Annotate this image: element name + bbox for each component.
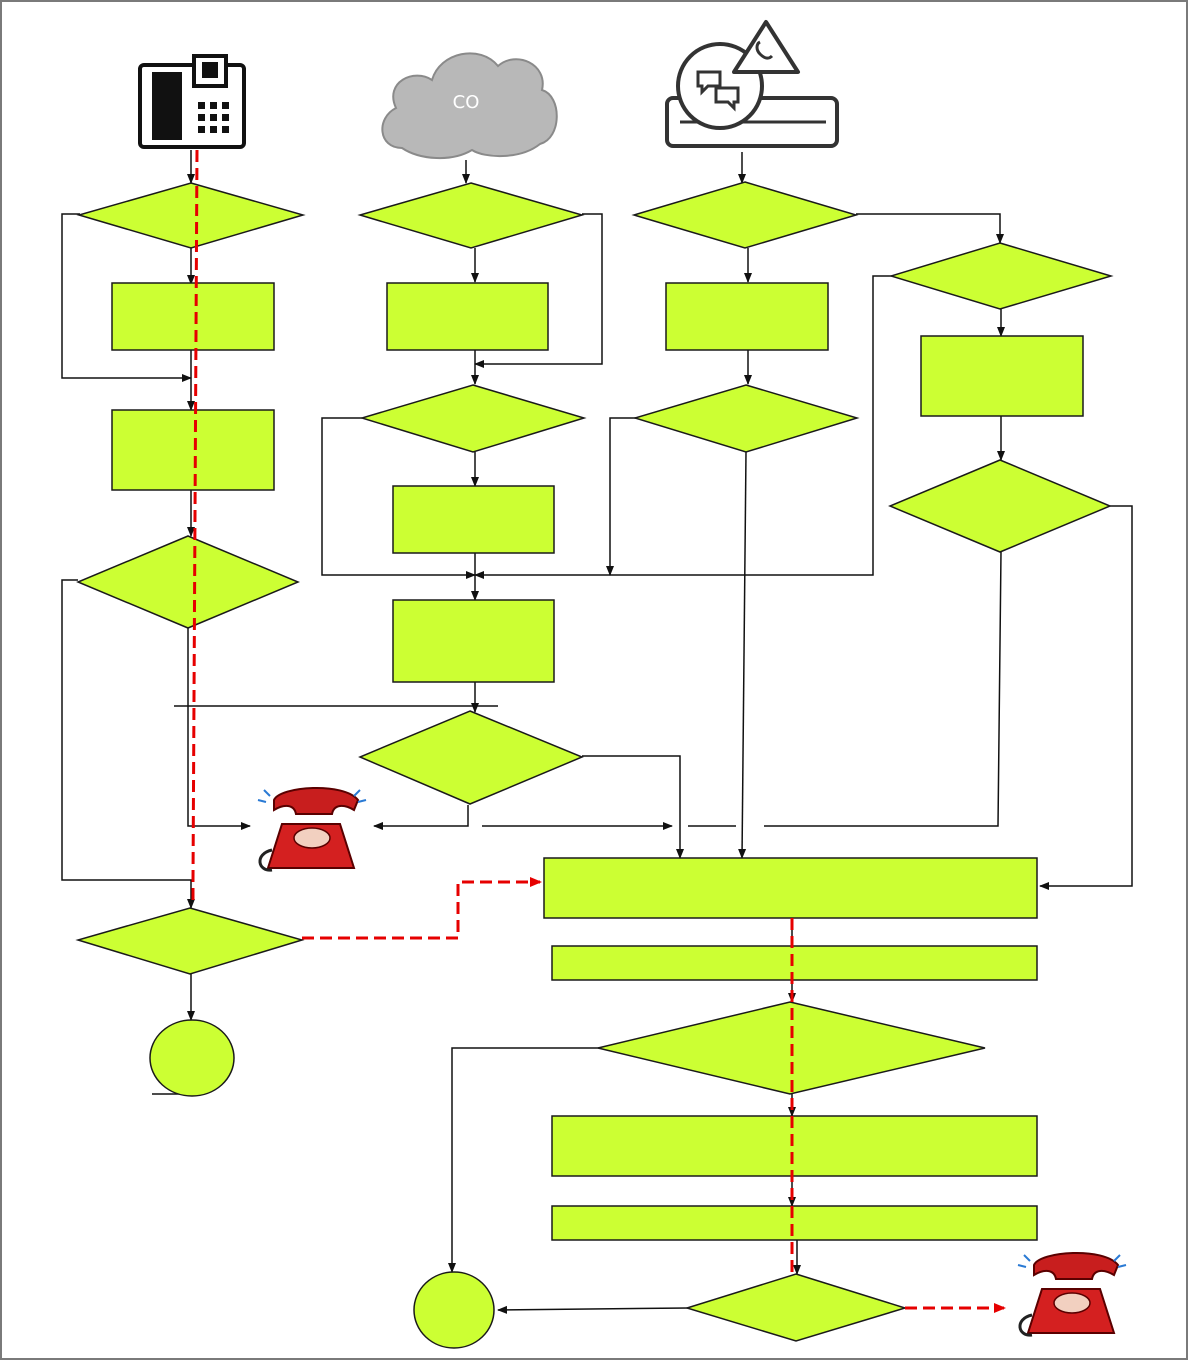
edge <box>61 579 195 909</box>
edge <box>474 213 603 368</box>
edge <box>582 755 684 859</box>
cloud-label: CO <box>453 92 480 113</box>
edge <box>1039 505 1133 890</box>
edge <box>448 1047 600 1273</box>
edge <box>497 1305 689 1314</box>
edge <box>856 213 1004 244</box>
decision-node[interactable] <box>888 242 1114 310</box>
decision-node[interactable] <box>632 384 860 453</box>
edge <box>764 551 1002 827</box>
cloud-icon: CO <box>381 52 558 160</box>
decision-node[interactable] <box>684 1273 908 1342</box>
ringing-phone-icon <box>1017 1251 1127 1337</box>
process-node[interactable] <box>111 282 275 351</box>
edge <box>61 213 192 382</box>
decision-node[interactable] <box>357 182 585 249</box>
edges <box>61 150 1133 1314</box>
decision-node[interactable] <box>631 181 859 249</box>
process-node[interactable] <box>551 1205 1038 1241</box>
process-node[interactable] <box>392 599 555 683</box>
terminal-node[interactable] <box>149 1019 235 1097</box>
process-node[interactable] <box>665 282 829 351</box>
process-node[interactable] <box>386 282 549 351</box>
process-node[interactable] <box>543 857 1038 919</box>
desk-phone-icon <box>138 54 246 149</box>
edge <box>474 275 892 579</box>
decision-node[interactable] <box>358 710 584 805</box>
decision-node[interactable] <box>75 907 305 975</box>
process-node[interactable] <box>111 409 275 491</box>
ringing-phone-icon <box>257 786 367 872</box>
edge <box>187 628 251 830</box>
decision-node[interactable] <box>359 384 587 453</box>
process-node[interactable] <box>551 945 1038 981</box>
edge <box>373 805 469 830</box>
edge <box>321 417 476 579</box>
call-center-alert-icon <box>665 20 839 148</box>
highlight-edge <box>191 149 199 906</box>
nodes <box>75 181 1114 1349</box>
edge <box>738 451 747 859</box>
decision-node[interactable] <box>888 459 1112 553</box>
process-node[interactable] <box>392 485 555 554</box>
highlight-edge <box>302 877 542 940</box>
process-node[interactable] <box>551 1115 1038 1177</box>
decision-node[interactable] <box>76 535 300 629</box>
terminal-node[interactable] <box>413 1271 495 1349</box>
edge <box>606 417 636 576</box>
decision-node[interactable] <box>76 182 306 249</box>
process-node[interactable] <box>920 335 1084 417</box>
highlighted-call-path <box>191 149 1006 1313</box>
